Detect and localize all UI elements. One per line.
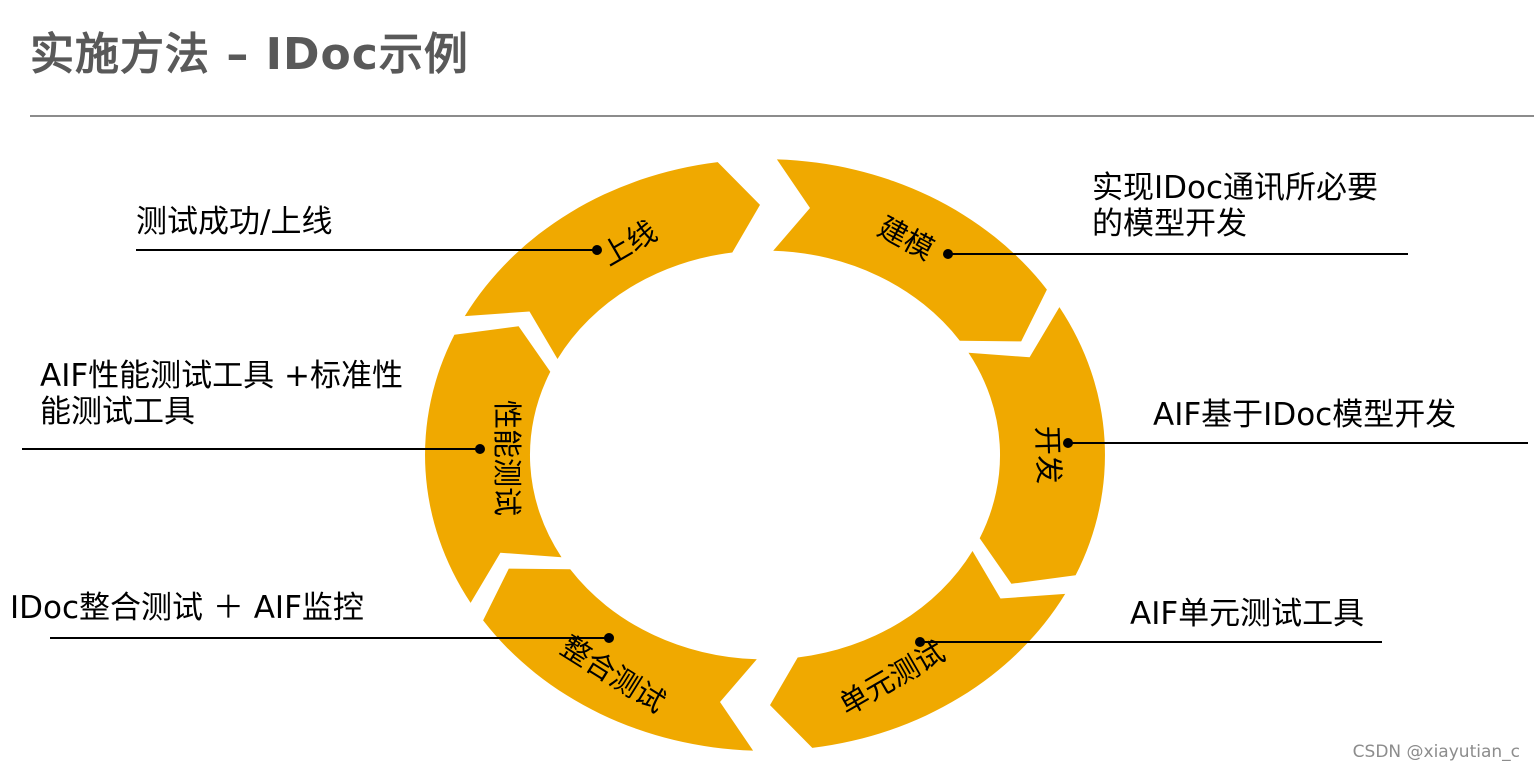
leader-dot-integration-test xyxy=(604,633,614,643)
leader-dot-development xyxy=(1063,438,1073,448)
annotation-development: AIF基于IDoc模型开发 xyxy=(1153,397,1456,433)
annotation-go-live-line-1: 测试成功/上线 xyxy=(136,204,333,240)
leader-dot-unit-test xyxy=(915,637,925,647)
annotation-performance-test-line-2: 能测试工具 xyxy=(40,394,195,430)
cycle-segment-go-live xyxy=(464,162,760,359)
leader-dot-performance-test xyxy=(475,444,485,454)
cycle-segment-integration-test xyxy=(483,568,757,751)
annotation-unit-test-line-1: AIF单元测试工具 xyxy=(1130,596,1365,632)
annotation-modeling-line-1: 实现IDoc通讯所必要 xyxy=(1092,170,1379,206)
annotation-integration-test: IDoc整合测试 ＋ AIF监控 xyxy=(10,590,364,626)
cycle-segment-development xyxy=(968,307,1105,584)
title-divider xyxy=(30,115,1534,117)
annotation-go-live: 测试成功/上线 xyxy=(136,204,332,240)
cycle-segment-unit-test xyxy=(770,551,1066,748)
leader-dot-go-live xyxy=(592,245,602,255)
page-title: 实施方法 – IDoc示例 xyxy=(30,29,469,80)
annotation-performance-test: AIF性能测试工具 +标准性 能测试工具 xyxy=(40,358,403,430)
cycle-segment-modeling xyxy=(773,159,1047,342)
watermark: CSDN @xiayutian_c xyxy=(1352,742,1520,762)
leader-dot-modeling xyxy=(943,249,953,259)
annotation-development-line-1: AIF基于IDoc模型开发 xyxy=(1153,397,1457,433)
cycle-segment-performance-test xyxy=(425,326,562,603)
annotation-modeling-line-2: 的模型开发 xyxy=(1092,206,1247,242)
annotation-modeling: 实现IDoc通讯所必要 的模型开发 xyxy=(1092,170,1378,242)
stage-label-performance-test: 性能测试 xyxy=(490,400,524,516)
annotation-performance-test-line-1: AIF性能测试工具 +标准性 xyxy=(40,358,404,394)
annotation-integration-test-line-1: IDoc整合测试 ＋ AIF监控 xyxy=(10,590,364,626)
annotation-unit-test: AIF单元测试工具 xyxy=(1130,596,1364,632)
stage-label-development: 开发 xyxy=(1030,425,1066,484)
